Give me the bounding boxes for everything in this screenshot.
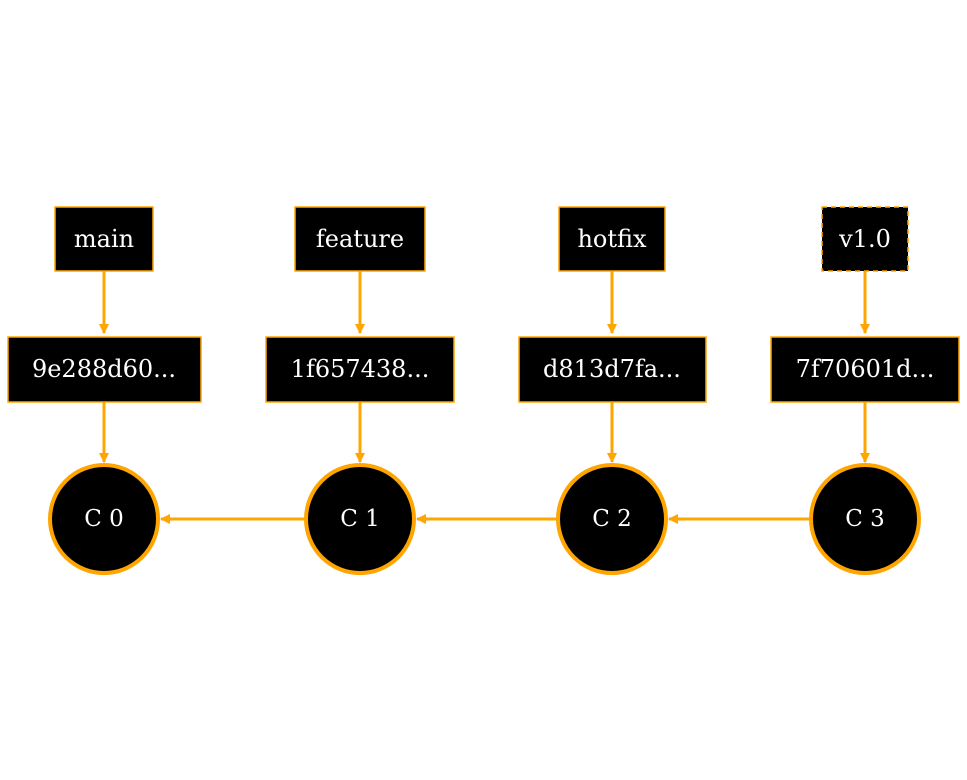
ref-node-main[interactable]: main [54,206,154,272]
commit-label-c1: C 1 [340,506,380,532]
hash-label-0: 9e288d60... [32,355,176,383]
tag-label-v1: v1.0 [838,225,891,253]
ref-label-hotfix: hotfix [577,225,647,253]
hash-label-3: 7f70601d... [796,355,935,383]
commit-node-c3[interactable]: C 3 [809,463,921,575]
hash-label-1: 1f657438... [291,355,430,383]
tag-node-v1[interactable]: v1.0 [821,206,909,272]
commit-label-c2: C 2 [592,506,632,532]
hash-node-2[interactable]: d813d7fa... [518,336,707,403]
ref-label-main: main [74,225,134,253]
hash-node-3[interactable]: 7f70601d... [770,336,960,403]
ref-node-feature[interactable]: feature [294,206,426,272]
hash-node-1[interactable]: 1f657438... [265,336,455,403]
commit-label-c3: C 3 [845,506,885,532]
hash-edges [99,402,870,463]
commit-node-c2[interactable]: C 2 [556,463,668,575]
ref-edges [99,271,870,334]
commit-node-c1[interactable]: C 1 [304,463,416,575]
ref-label-feature: feature [316,225,404,253]
commit-node-c0[interactable]: C 0 [48,463,160,575]
hash-node-0[interactable]: 9e288d60... [7,336,202,403]
hash-label-2: d813d7fa... [543,355,681,383]
commit-label-c0: C 0 [84,506,124,532]
ref-node-hotfix[interactable]: hotfix [558,206,666,272]
